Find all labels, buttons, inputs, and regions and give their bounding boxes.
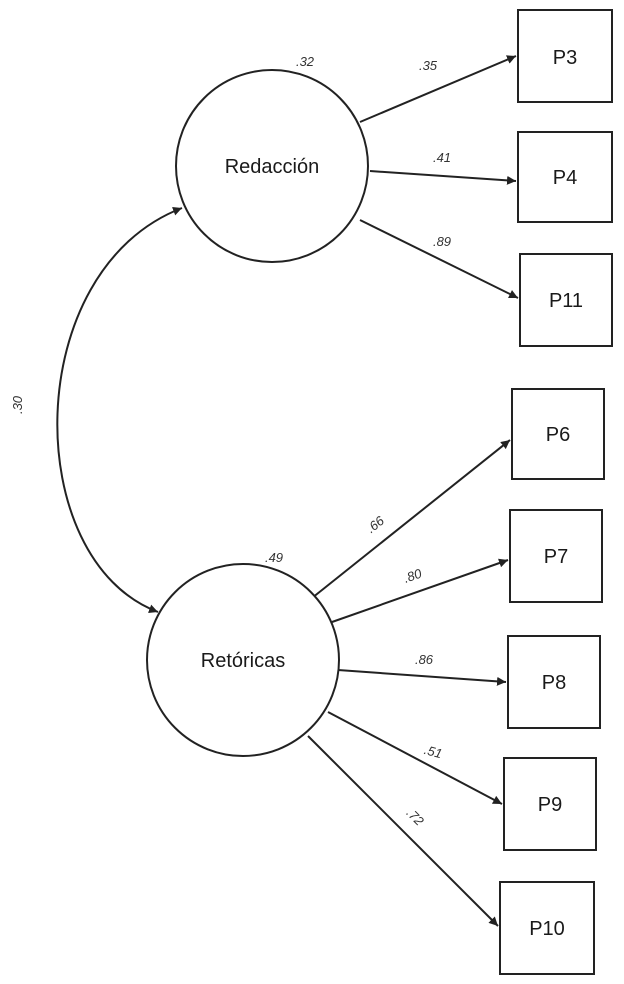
path-redaccion-p11 [359, 219, 519, 299]
loading-p9: .51 [422, 742, 443, 761]
indicator-p8-box [507, 635, 601, 729]
indicator-p7-label: P7 [544, 546, 568, 568]
path-retoricas-p6 [311, 439, 511, 599]
path-retoricas-p7 [331, 558, 509, 623]
path-retoricas-p8 [337, 669, 507, 686]
latent-redaccion-label: Redacción [225, 156, 320, 178]
loading-p8: .86 [415, 652, 434, 667]
latent-retoricas-r2: .49 [265, 550, 283, 565]
loading-p4: .41 [433, 150, 451, 165]
indicator-p9-box [503, 757, 597, 851]
indicator-p3-box [517, 9, 613, 103]
loading-p10: .72 [403, 805, 427, 829]
indicator-p10-label: P10 [529, 918, 565, 940]
indicator-p11-label: P11 [549, 290, 583, 312]
indicator-p9-label: P9 [538, 794, 562, 816]
indicator-p8-label: P8 [542, 672, 566, 694]
indicator-p4-box [517, 131, 613, 223]
loading-p7: .80 [402, 565, 425, 585]
indicator-p6-box [511, 388, 605, 480]
correlation-arrow [56, 207, 183, 614]
latent-retoricas-label: Retóricas [201, 650, 285, 672]
indicator-p3-label: P3 [553, 47, 577, 69]
latent-retoricas [146, 563, 340, 757]
path-retoricas-p9 [327, 711, 503, 805]
latent-redaccion-r2: .32 [296, 54, 315, 69]
loading-p11: .89 [433, 234, 451, 249]
correlation-coefficient: .30 [10, 395, 25, 414]
indicator-p10-box [499, 881, 595, 975]
indicator-p11-box [519, 253, 613, 347]
latent-redaccion [175, 69, 369, 263]
loading-p3: .35 [419, 58, 438, 73]
indicator-p4-label: P4 [553, 167, 577, 189]
indicator-p6-label: P6 [546, 424, 570, 446]
path-redaccion-p4 [369, 170, 517, 185]
path-redaccion-p3 [359, 55, 517, 123]
indicator-p7-box [509, 509, 603, 603]
loading-p6: .66 [363, 513, 387, 536]
path-retoricas-p10 [307, 735, 499, 927]
